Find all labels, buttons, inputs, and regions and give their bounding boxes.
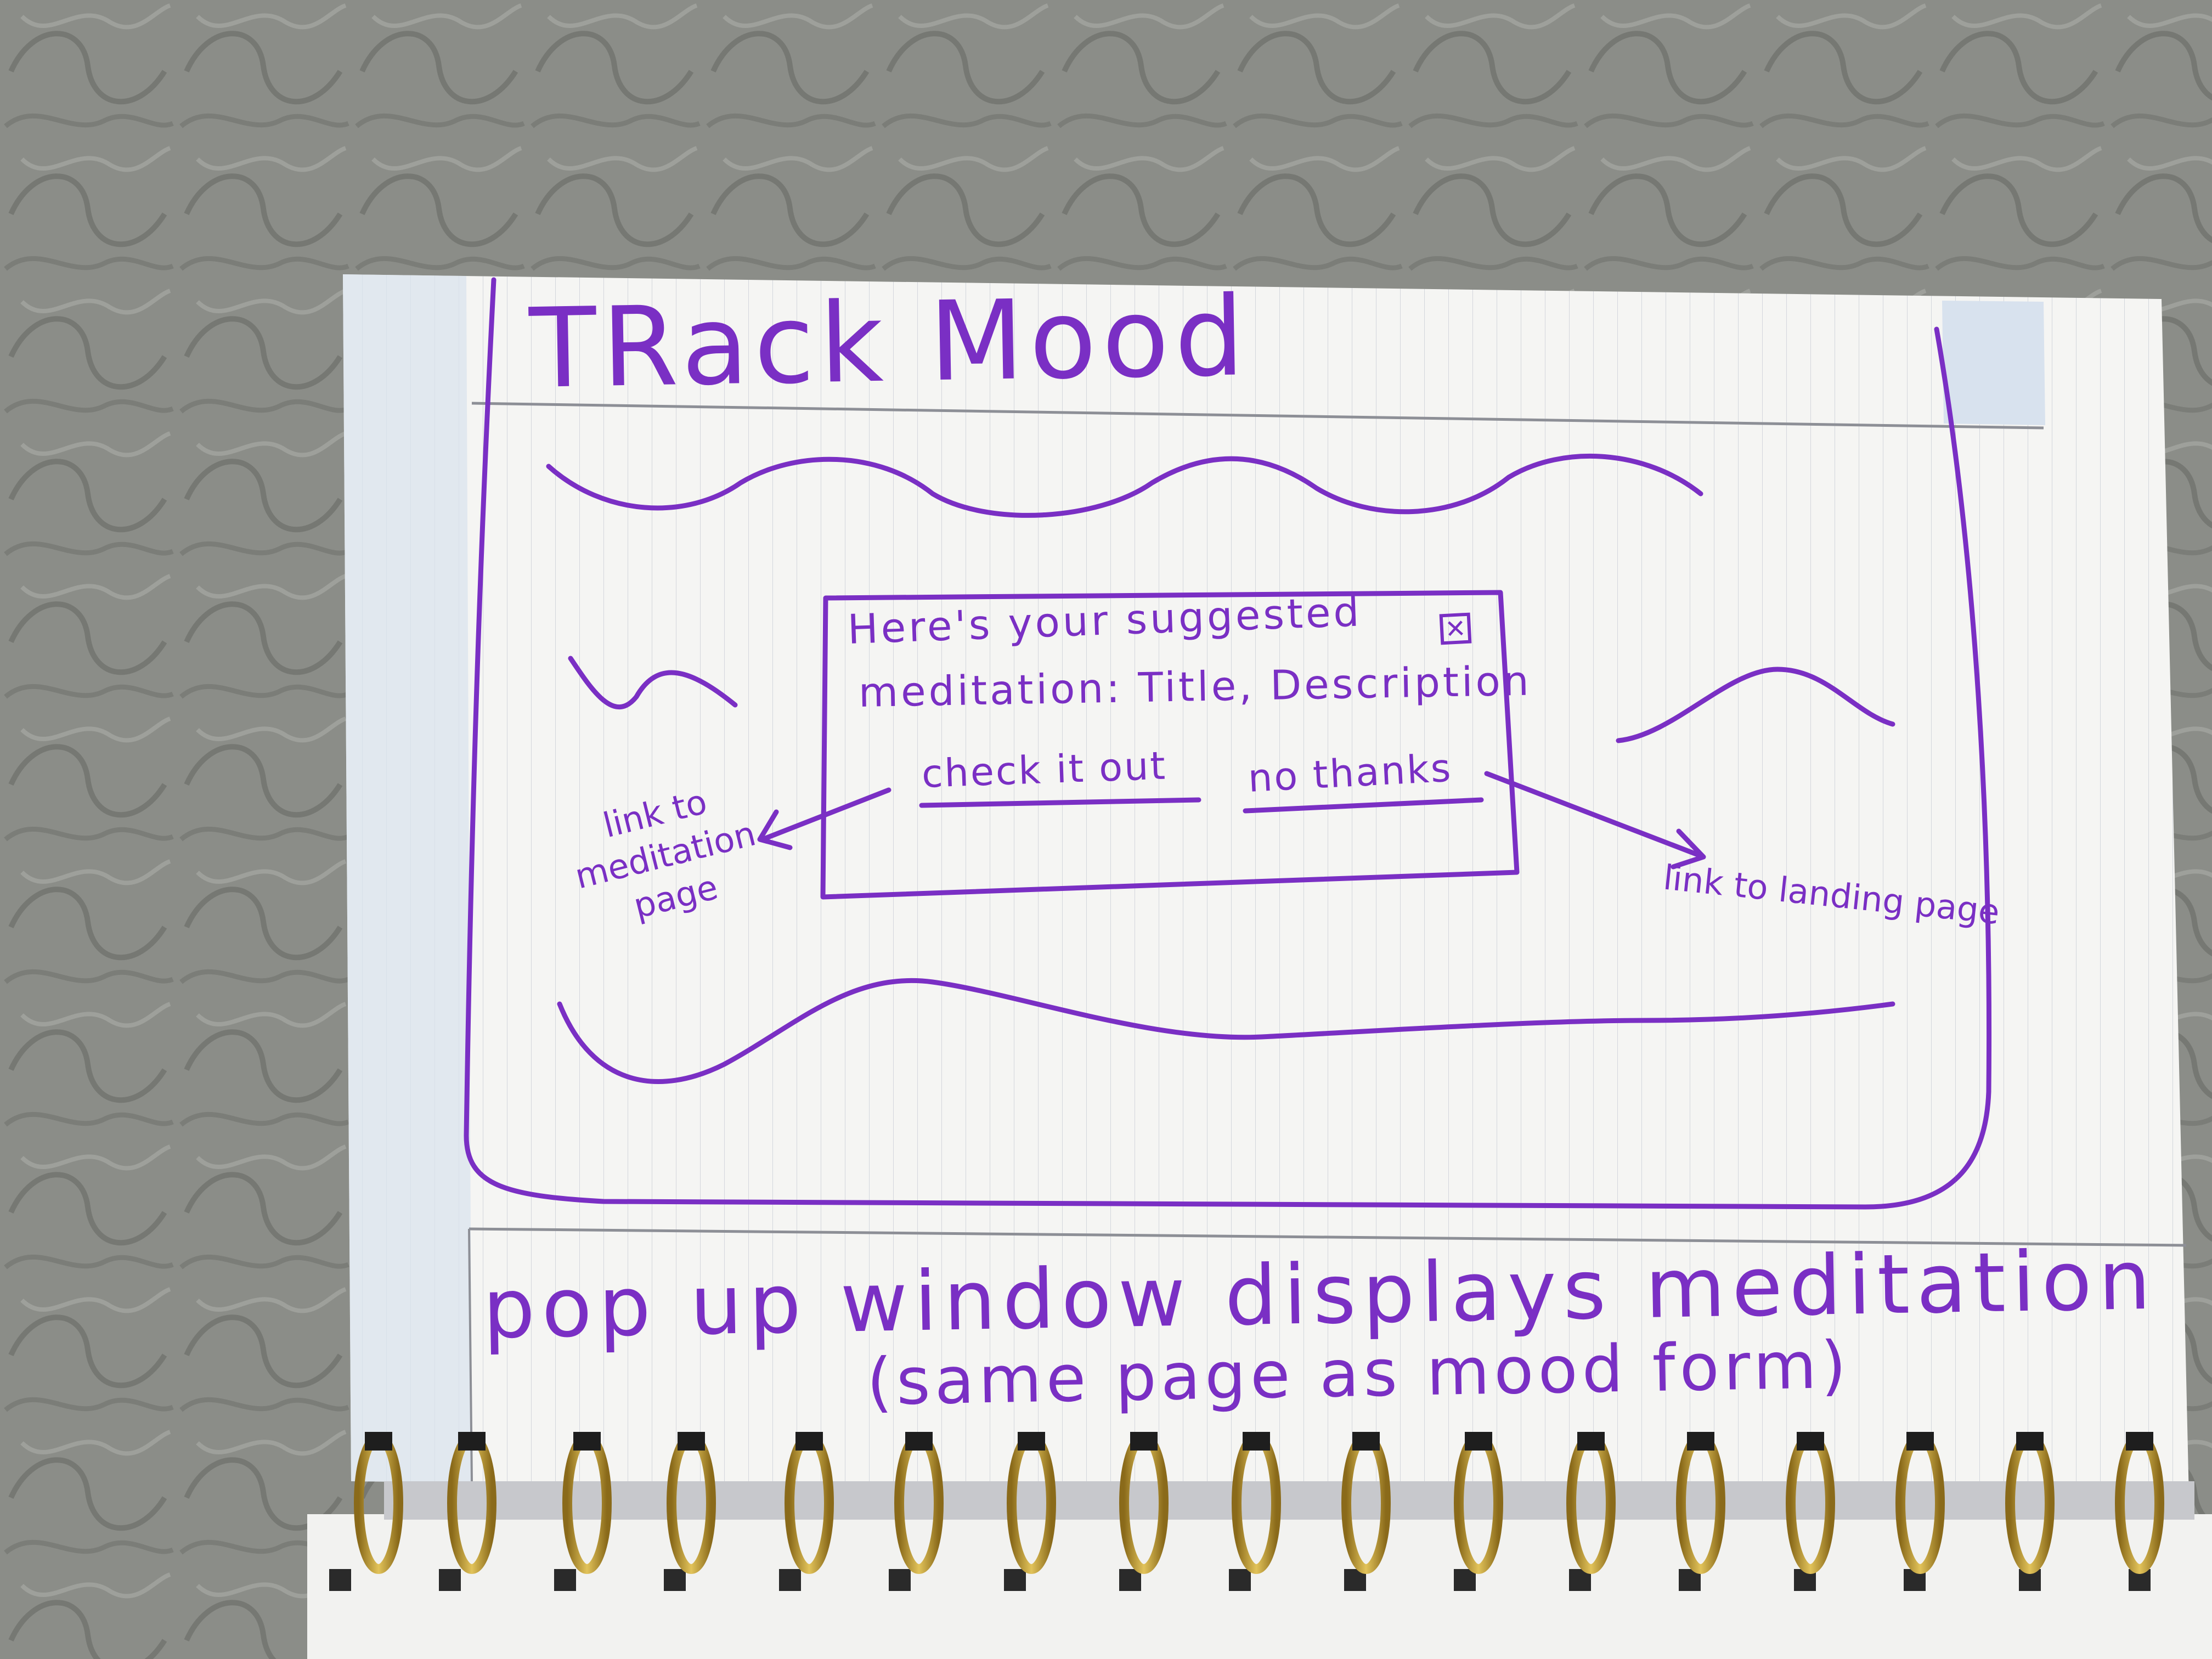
spiral-holes (365, 1432, 2153, 1451)
page-title: TRack Mood (528, 273, 1251, 413)
arrow-left (760, 787, 891, 842)
check-underline (919, 797, 1201, 808)
screen-frame (464, 277, 1992, 1210)
content-squiggle-left (568, 656, 738, 710)
content-squiggle-top (546, 454, 1703, 518)
arrow-right-head (1671, 828, 1706, 870)
page-bottom-shadow (384, 1481, 2194, 1520)
footer-rule (469, 1227, 2187, 1247)
notebook-back-page (307, 1514, 2212, 1659)
content-squiggle-right (1616, 667, 1895, 743)
page-header-corner (1942, 301, 2045, 425)
content-squiggle-bottom (557, 978, 1895, 1084)
header-rule (471, 402, 2044, 430)
no-underline (1243, 797, 1484, 814)
arrow-right (1484, 771, 1703, 859)
check-it-out-button[interactable]: check it out (921, 743, 1168, 797)
notebook-page (343, 274, 2189, 1498)
popup-window-box (820, 590, 1520, 900)
page-margin-strip (343, 274, 472, 1483)
close-icon[interactable]: ✕ (1439, 612, 1472, 645)
arrow-left-head (757, 809, 793, 850)
back-page-holes (329, 1569, 2151, 1591)
